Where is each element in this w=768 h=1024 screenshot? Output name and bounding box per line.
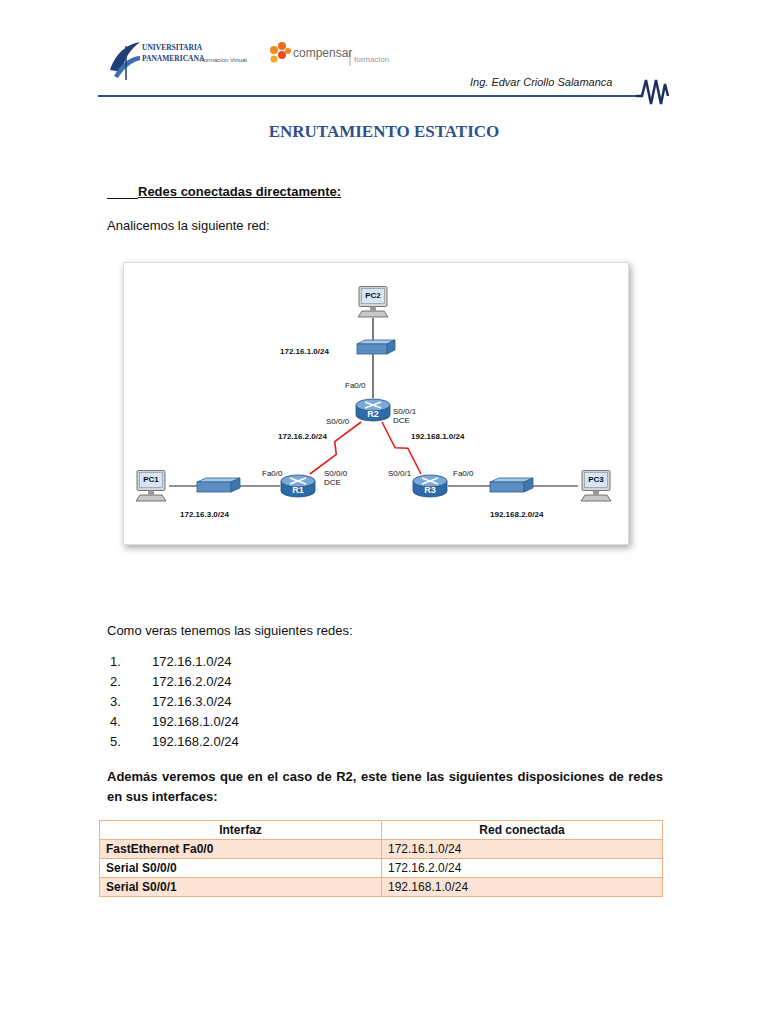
pc-name: PC3 xyxy=(578,475,614,484)
switch-icon xyxy=(357,340,395,354)
pc-node: PC1 xyxy=(133,470,169,502)
router-name: R1 xyxy=(280,485,316,496)
network-label: 172.16.1.0/24 xyxy=(280,347,329,357)
table-cell: 192.168.1.0/24 xyxy=(381,877,663,897)
router-arrows xyxy=(365,402,381,408)
router-arrows xyxy=(290,478,306,484)
router-node: R3 xyxy=(412,474,448,498)
interface-label: S0/0/1 xyxy=(393,407,416,416)
monitor-stand xyxy=(148,491,154,495)
section-heading: Redes conectadas directamente: xyxy=(138,184,341,200)
router-arrows xyxy=(422,478,438,484)
compensar-logo-dot xyxy=(270,46,278,54)
logo-tagline: Formación Virtual xyxy=(200,56,247,64)
interface-label: Fa0/0 xyxy=(345,381,365,390)
pc-node: PC2 xyxy=(355,286,391,318)
pc-icon xyxy=(355,286,391,318)
switch-side xyxy=(231,478,240,492)
logo-tagline: formación xyxy=(354,55,389,65)
serial-link xyxy=(310,422,361,474)
page-title: ENRUTAMIENTO ESTATICO xyxy=(0,122,768,142)
switch-front xyxy=(357,344,387,354)
list-item: 172.16.1.0/24 xyxy=(152,654,232,670)
ethernet-link xyxy=(372,318,373,398)
dce-label: DCE xyxy=(393,416,410,425)
link-network-label: 172.16.2.0/24 xyxy=(278,432,327,442)
link-network-label: 192.168.1.0/24 xyxy=(411,432,464,442)
header-wave-icon xyxy=(636,80,668,104)
list-number: 4. xyxy=(110,714,121,730)
switch-icon xyxy=(197,478,240,492)
interface-label: S0/0/1 xyxy=(388,469,411,478)
switch-icon xyxy=(490,478,533,492)
logo-text: UNIVERSITARIA xyxy=(142,43,202,53)
logo-text: PANAMERICANA xyxy=(142,54,204,64)
body-text: Como veras tenemos las siguientes redes: xyxy=(107,623,353,639)
network-label: 172.16.3.0/24 xyxy=(180,510,229,520)
pc-name: PC2 xyxy=(355,291,391,300)
body-paragraph: Además veremos que en el caso de R2, est… xyxy=(107,767,663,807)
router-node: R2 xyxy=(355,398,391,422)
table-cell: Serial S0/0/0 xyxy=(99,858,382,878)
interface-label: S0/0/0 xyxy=(324,469,347,478)
router-name: R2 xyxy=(355,409,391,420)
switch-front xyxy=(197,482,231,492)
table-cell: Serial S0/0/1 xyxy=(99,877,382,897)
table-header: Red conectada xyxy=(381,820,663,840)
list-item: 172.16.3.0/24 xyxy=(152,694,232,710)
list-number: 3. xyxy=(110,694,121,710)
router-name: R3 xyxy=(412,485,448,496)
switch-side xyxy=(387,340,395,354)
table-header: Interfaz xyxy=(99,820,382,840)
heading-underline xyxy=(107,198,138,199)
compensar-logo-dot xyxy=(285,48,291,54)
pc-node: PC3 xyxy=(578,470,614,502)
switch-side xyxy=(524,478,533,492)
compensar-logo-dot xyxy=(271,56,278,63)
router-node: R1 xyxy=(280,474,316,498)
university-logo-mark xyxy=(114,56,140,78)
interface-label: Fa0/0 xyxy=(262,469,282,478)
compensar-logo-dot xyxy=(278,51,286,59)
serial-link xyxy=(382,422,421,474)
header-rule xyxy=(98,95,640,97)
body-text: Analicemos la siguiente red: xyxy=(107,218,270,234)
logo-text: compensar xyxy=(293,46,352,60)
compensar-logo-dot xyxy=(278,42,286,50)
list-number: 1. xyxy=(110,654,121,670)
list-item: 192.168.1.0/24 xyxy=(152,714,239,730)
dce-label: DCE xyxy=(324,478,341,487)
pc-icon xyxy=(578,470,614,502)
pc-name: PC1 xyxy=(133,475,169,484)
monitor-stand xyxy=(593,491,599,495)
list-number: 5. xyxy=(110,734,121,750)
interface-label: S0/0/0 xyxy=(326,417,349,426)
table-cell: 172.16.1.0/24 xyxy=(381,839,663,859)
pc-icon xyxy=(133,470,169,502)
switch-front xyxy=(490,482,524,492)
table-cell: FastEthernet Fa0/0 xyxy=(99,839,382,859)
list-item: 192.168.2.0/24 xyxy=(152,734,239,750)
network-label: 192.168.2.0/24 xyxy=(490,510,543,520)
table-cell: 172.16.2.0/24 xyxy=(381,858,663,878)
interface-label: Fa0/0 xyxy=(453,469,473,478)
author: Ing. Edvar Criollo Salamanca xyxy=(470,76,612,89)
keyboard xyxy=(136,495,166,501)
monitor-stand xyxy=(370,307,376,311)
keyboard xyxy=(358,311,388,317)
list-number: 2. xyxy=(110,674,121,690)
list-item: 172.16.2.0/24 xyxy=(152,674,232,690)
university-logo-mark xyxy=(125,46,127,80)
keyboard xyxy=(581,495,611,501)
